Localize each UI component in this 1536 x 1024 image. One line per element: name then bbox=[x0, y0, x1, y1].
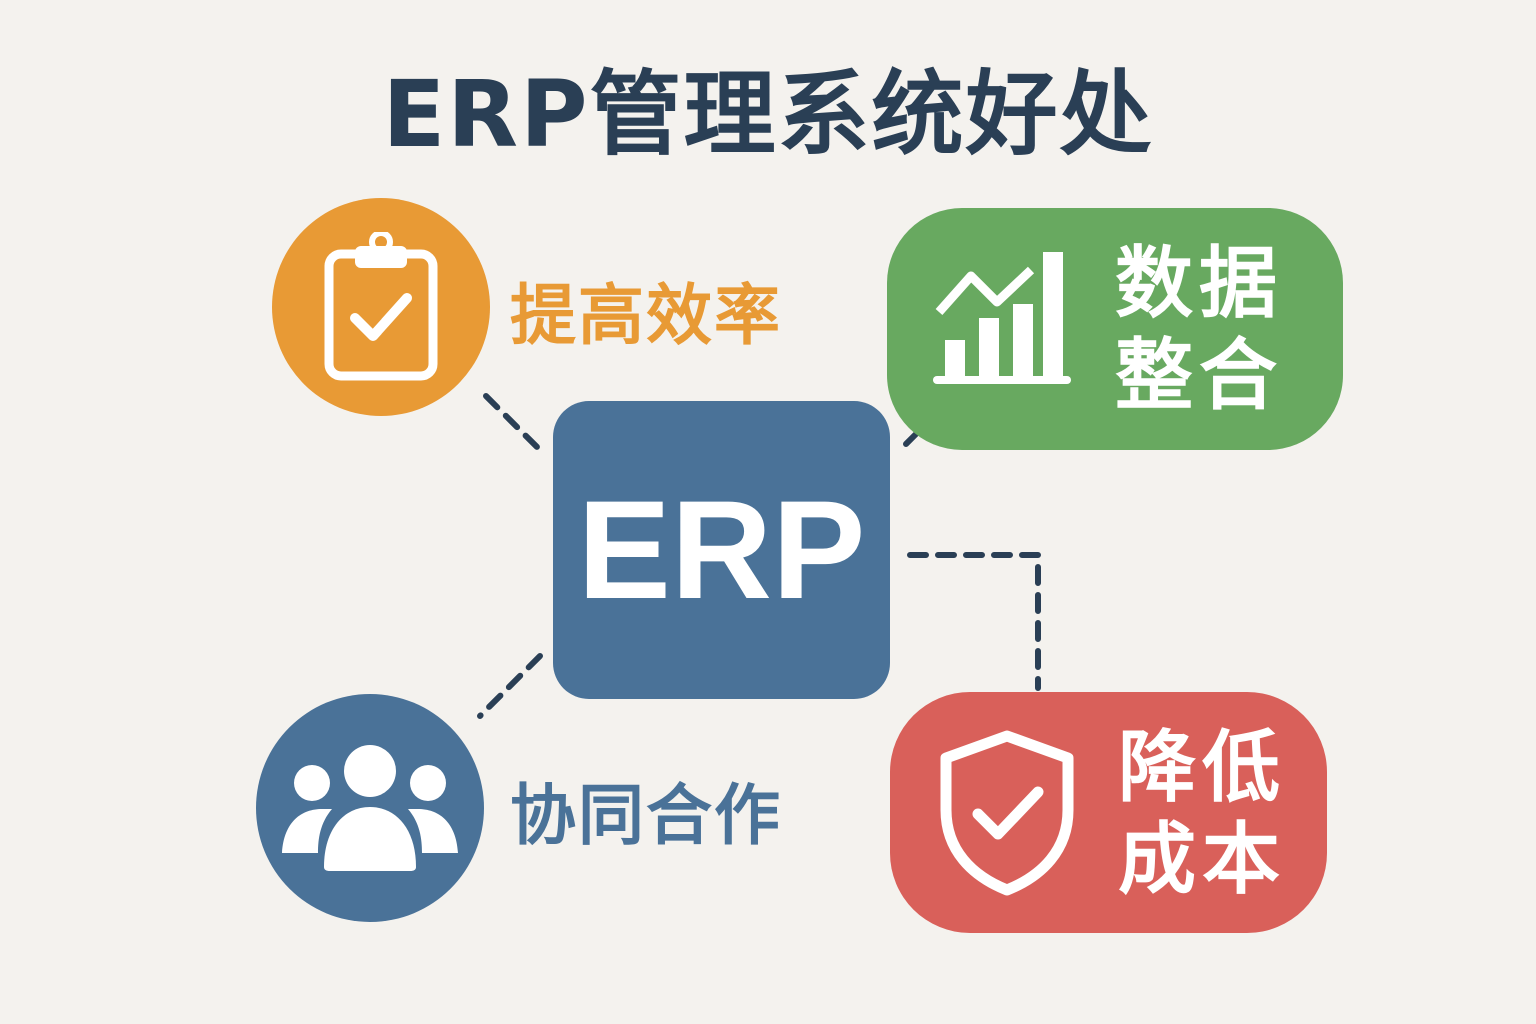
data-integration-label-line2: 整合 bbox=[1115, 331, 1284, 421]
data-integration-label-line1: 数据 bbox=[1115, 239, 1284, 329]
cost-reduction-label-line2: 成本 bbox=[1118, 815, 1287, 905]
efficiency-label: 提高效率 bbox=[510, 277, 782, 354]
cost-reduction-card: 降低 成本 bbox=[890, 692, 1327, 933]
connector-efficiency bbox=[483, 393, 543, 453]
bar-chart-trend-icon bbox=[933, 252, 1071, 384]
erp-center-box: ERP bbox=[553, 401, 890, 699]
connector-collab bbox=[477, 653, 543, 719]
collaboration-badge bbox=[256, 694, 484, 922]
cost-reduction-label-line1: 降低 bbox=[1118, 723, 1287, 813]
erp-label: ERP bbox=[577, 471, 866, 628]
page-title: ERP管理系统好处 bbox=[382, 61, 1154, 168]
data-integration-card: 数据 整合 bbox=[887, 208, 1343, 450]
connector-cost bbox=[907, 552, 1041, 691]
clipboard-check-icon bbox=[324, 232, 438, 381]
people-group-icon bbox=[282, 745, 458, 871]
shield-check-icon bbox=[940, 730, 1074, 896]
efficiency-badge bbox=[272, 198, 490, 416]
collaboration-label: 协同合作 bbox=[510, 777, 782, 854]
